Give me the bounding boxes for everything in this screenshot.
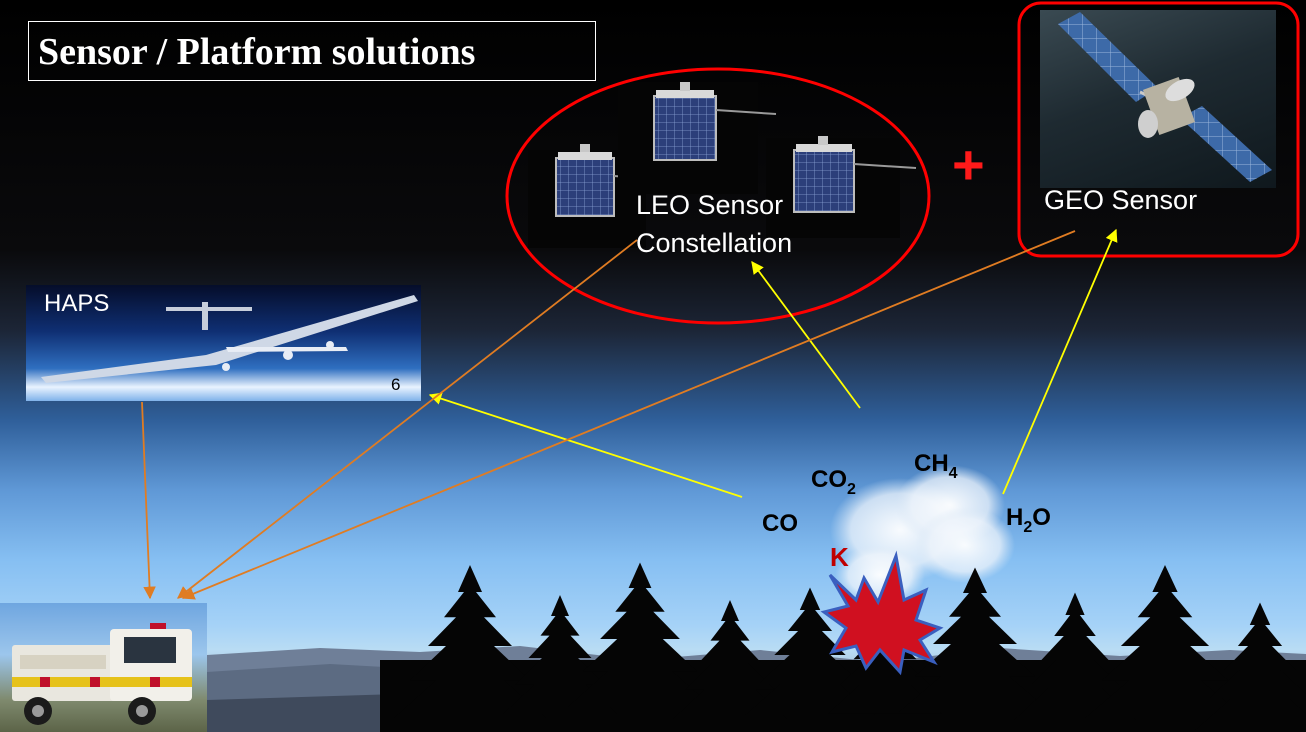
leo-cubesats [528, 82, 917, 248]
plus-sign: + [952, 133, 985, 196]
haps-slide-number: 6 [391, 375, 401, 394]
haps-aircraft-icon [41, 295, 418, 383]
leo-sensor-label: LEO Sensor [636, 190, 784, 220]
arrow-h2o-to-geo [1002, 228, 1118, 495]
sensing-arrows [428, 228, 1118, 498]
smoke-plume [830, 465, 1015, 605]
gas-co-label: CO [762, 510, 798, 537]
forest-silhouette [380, 562, 1306, 732]
leo-constellation-label: Constellation [636, 228, 793, 258]
haps-label: HAPS [44, 290, 110, 317]
potassium-k-label: K [830, 542, 849, 572]
slide-title: Sensor / Platform solutions [38, 31, 476, 73]
geo-sensor-label: GEO Sensor [1044, 185, 1198, 215]
gas-co2-label: CO2 [811, 466, 856, 498]
geo-satellite-icon [1058, 12, 1272, 182]
geo-highlight-box [1017, 1, 1300, 258]
geo-satellite-image [1040, 10, 1276, 188]
arrow-leo-to-truck [177, 239, 638, 599]
downlink-arrows [141, 230, 1076, 600]
fire-truck-image [0, 603, 207, 732]
gas-ch4-label: CH4 [914, 450, 958, 482]
fire-burst-icon [820, 550, 944, 676]
title-box [28, 21, 596, 81]
arrow-co-to-haps [428, 392, 743, 498]
gas-h2o-label: H2O [1006, 504, 1051, 536]
fire-truck-icon [12, 623, 192, 725]
arrow-fire-to-leo [751, 260, 861, 409]
leo-highlight-ellipse [505, 67, 931, 325]
haps-image [26, 285, 421, 401]
arrow-haps-to-truck [141, 401, 156, 600]
arrow-geo-to-truck [181, 230, 1076, 600]
